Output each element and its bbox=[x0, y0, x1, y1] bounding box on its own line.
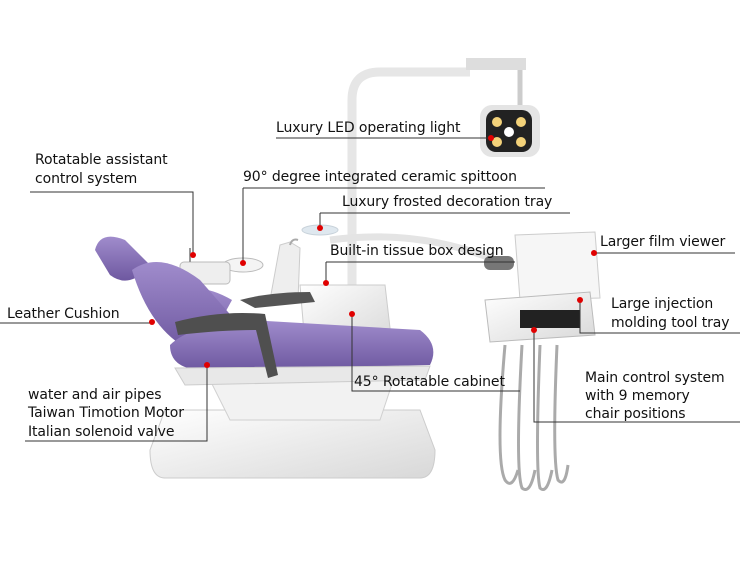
label-led-light: Luxury LED operating light bbox=[276, 120, 461, 136]
marker-dots bbox=[149, 135, 597, 368]
label-control-line2: with 9 memory bbox=[585, 388, 690, 404]
label-pipes-line3: Italian solenoid valve bbox=[28, 424, 175, 440]
marker-spittoon bbox=[240, 260, 246, 266]
label-assistant-line1: Rotatable assistant bbox=[35, 152, 168, 168]
armrest-back bbox=[240, 292, 315, 308]
marker-film bbox=[591, 250, 597, 256]
marker-cabinet bbox=[349, 311, 355, 317]
label-tissue-box: Built-in tissue box design bbox=[330, 243, 504, 259]
marker-cushion bbox=[149, 319, 155, 325]
marker-assistant bbox=[190, 252, 196, 258]
label-pipes-line2: Taiwan Timotion Motor bbox=[28, 405, 184, 421]
chair-base bbox=[149, 409, 436, 479]
label-assistant-line2: control system bbox=[35, 171, 138, 187]
label-control-line3: chair positions bbox=[585, 406, 686, 422]
marker-control bbox=[531, 327, 537, 333]
label-cushion: Leather Cushion bbox=[7, 306, 120, 322]
spittoon bbox=[222, 238, 301, 301]
operating-light bbox=[347, 58, 540, 300]
label-film-viewer: Larger film viewer bbox=[600, 234, 726, 250]
label-decoration-tray: Luxury frosted decoration tray bbox=[342, 194, 553, 210]
doctor-unit bbox=[484, 231, 601, 491]
label-pipes-line1: water and air pipes bbox=[28, 387, 162, 403]
label-cabinet: 45° Rotatable cabinet bbox=[354, 374, 505, 390]
marker-led-light bbox=[488, 135, 494, 141]
armrest-front bbox=[175, 313, 278, 378]
label-tool-tray-line1: Large injection bbox=[611, 296, 714, 312]
label-control-line1: Main control system bbox=[585, 370, 725, 386]
label-spittoon: 90° degree integrated ceramic spittoon bbox=[243, 169, 517, 185]
marker-tool-tray bbox=[577, 297, 583, 303]
marker-tissue bbox=[323, 280, 329, 286]
label-tool-tray-line2: molding tool tray bbox=[611, 315, 730, 331]
marker-tray bbox=[317, 225, 323, 231]
marker-pipes bbox=[204, 362, 210, 368]
